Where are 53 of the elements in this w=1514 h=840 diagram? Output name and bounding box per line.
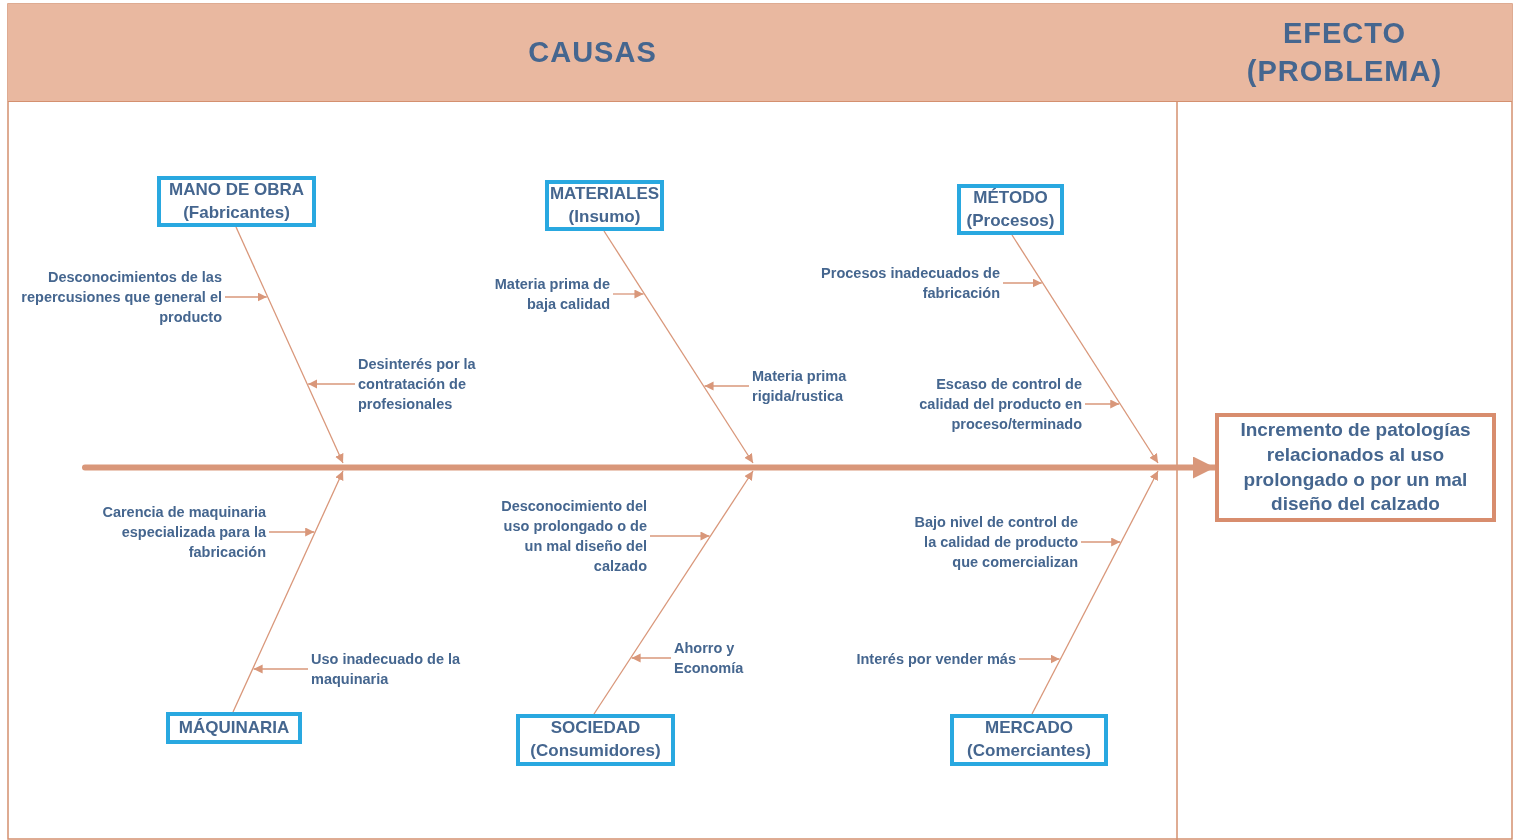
arrow (268, 527, 315, 537)
cause-text: Materia prima rigida/rustica (752, 366, 872, 406)
category-label: MÁQUINARIA (178, 716, 290, 739)
category-label: MÉTODO (973, 186, 1048, 209)
category-box (166, 712, 302, 744)
arrow (612, 289, 645, 299)
header-title: CAUSAS (528, 34, 657, 70)
arrow (1084, 399, 1120, 409)
header-band (1177, 4, 1512, 102)
cause-text: Escaso de control de calidad del producto en proceso/terminado (902, 374, 1082, 434)
arrow (224, 292, 268, 302)
category-box (950, 714, 1108, 766)
cause-text: Desconocimientos de las repercusiones que general el producto (17, 267, 222, 327)
category-box (157, 176, 316, 227)
cause-text: Bajo nivel de control de la calidad de producto que comercializan (908, 512, 1078, 572)
arrow (1031, 470, 1159, 715)
category-label: (Comerciantes) (967, 740, 1091, 762)
category-label: MERCADO (985, 717, 1073, 740)
category-label: (Insumo) (568, 205, 641, 228)
arrow (593, 470, 754, 715)
effect-box (1215, 413, 1496, 522)
cause-text: Materia prima de baja calidad (470, 274, 610, 314)
header-band (8, 4, 1177, 102)
category-label: MATERIALES (549, 182, 660, 205)
category-label: MANO DE OBRA (168, 178, 305, 201)
cause-text: Ahorro y Economía (674, 638, 764, 678)
cause-text: Procesos inadecuados de fabricación (805, 263, 1000, 303)
effect-text: Incremento de patologías relacionados al uso prolongado o por un mal diseño del calzado (1239, 418, 1472, 517)
arrow (1080, 537, 1121, 547)
arrow (1011, 234, 1159, 464)
cause-text: Uso inadecuado de la maquinaria (311, 649, 461, 689)
category-box (516, 714, 675, 766)
arrow (649, 531, 711, 541)
category-box (545, 180, 664, 231)
cause-text: Interés por vender más (826, 649, 1016, 669)
arrow (307, 379, 356, 389)
category-label: (Procesos) (966, 209, 1055, 232)
arrow (703, 381, 750, 391)
category-label: (Consumidores) (530, 740, 661, 762)
header-title: EFECTO (PROBLEMA) (1245, 15, 1444, 89)
cause-text: Carencia de maquinaria especializada para la fabricación (61, 502, 266, 562)
cause-text: Desconocimiento del uso prolongado o de un mal diseño del calzado (482, 496, 647, 576)
arrow (253, 664, 309, 674)
arrow (631, 653, 672, 663)
arrow (235, 226, 344, 464)
cause-text: Desinterés por la contratación de profesionales (358, 354, 503, 414)
category-label: SOCIEDAD (550, 717, 641, 740)
arrow (232, 470, 344, 713)
category-box (957, 184, 1064, 235)
arrow (1002, 278, 1043, 288)
category-label: (Fabricantes) (183, 201, 290, 224)
arrow (1018, 654, 1061, 664)
arrow (603, 230, 754, 464)
